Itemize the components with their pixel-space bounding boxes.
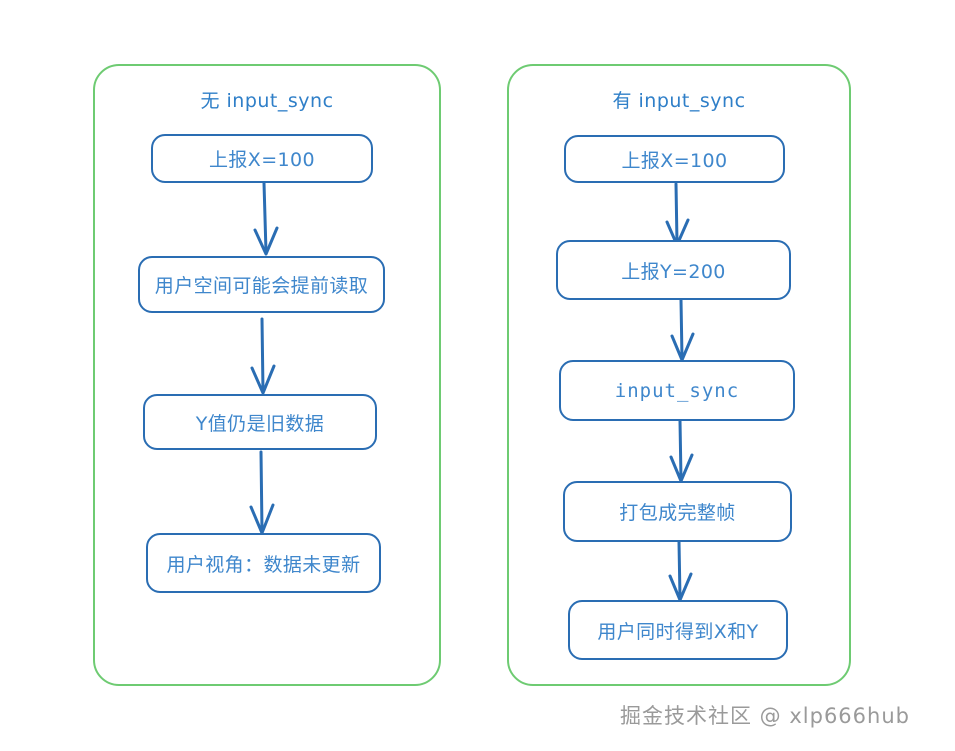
arrow-left-1 — [253, 181, 279, 256]
panel-with-input-sync — [507, 64, 851, 686]
watermark: 掘金技术社区 @ xlp666hub — [620, 704, 910, 728]
node-report-x-right[interactable]: 上报X=100 — [564, 135, 785, 183]
panel-title-with-input-sync: 有 input_sync — [612, 90, 746, 112]
node-y-still-old[interactable]: Y值仍是旧数据 — [143, 394, 377, 450]
panel-without-input-sync — [93, 64, 441, 686]
arrow-left-2 — [250, 317, 276, 395]
node-user-view-not-updated[interactable]: 用户视角：数据未更新 — [146, 533, 381, 593]
node-input-sync-event[interactable]: input_sync — [559, 360, 795, 421]
node-pack-full-frame[interactable]: 打包成完整帧 — [563, 481, 792, 542]
node-user-gets-x-and-y[interactable]: 用户同时得到X和Y — [568, 600, 788, 660]
node-report-x-left[interactable]: 上报X=100 — [151, 134, 373, 183]
node-report-y[interactable]: 上报Y=200 — [556, 240, 791, 300]
panel-title-without-input-sync: 无 input_sync — [200, 90, 334, 112]
node-userspace-early-read[interactable]: 用户空间可能会提前读取 — [138, 256, 385, 313]
